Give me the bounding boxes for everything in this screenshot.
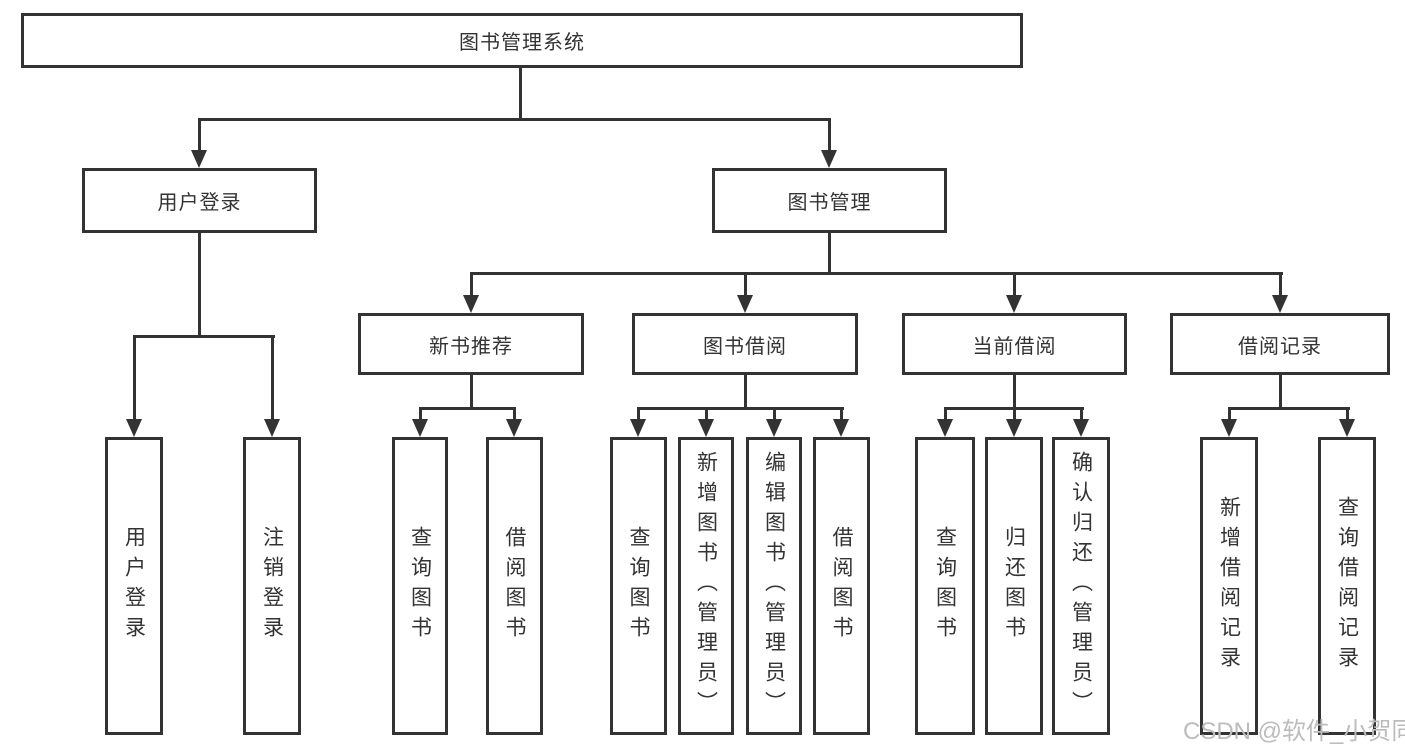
connector-book-borrow-rail	[637, 407, 844, 410]
leaf-logout: 注销登录	[243, 437, 301, 735]
connector-to-leaf-logout	[271, 335, 274, 421]
arrowhead-leaf-add-books	[698, 419, 714, 437]
arrowhead-leaf-edit-books	[766, 419, 782, 437]
connector-to-book-borrow	[744, 272, 747, 297]
node-user-login: 用户登录	[82, 168, 317, 233]
connector-to-leaf-edit-books	[773, 407, 776, 421]
leaf-add-borrow-record: 新增借阅记录	[1200, 437, 1258, 735]
connector-new-book-stem	[470, 375, 473, 410]
node-new-book-recommend: 新书推荐	[358, 313, 584, 375]
connector-to-leaf-query-3	[944, 407, 947, 421]
connector-book-management-stem	[828, 233, 831, 275]
leaf-user-login: 用户登录	[105, 437, 163, 735]
arrowhead-leaf-borrow-1	[506, 419, 522, 437]
connector-to-leaf-confirm-return	[1080, 407, 1083, 421]
connector-to-leaf-return	[1013, 407, 1016, 421]
connector-root-stem	[519, 68, 522, 121]
connector-to-current-borrow	[1013, 272, 1016, 297]
connector-root-rail	[198, 118, 831, 121]
connector-to-leaf-query-1	[419, 407, 422, 421]
arrowhead-leaf-user-login	[126, 419, 142, 437]
leaf-add-books-admin: 新增图书（管理员）	[678, 437, 734, 735]
connector-user-login-rail	[133, 335, 275, 338]
arrowhead-current-borrow	[1006, 295, 1022, 313]
arrowhead-borrow-records	[1272, 295, 1288, 313]
arrowhead-leaf-return	[1006, 419, 1022, 437]
connector-to-leaf-borrow-1	[513, 407, 516, 421]
leaf-borrow-books: 借阅图书	[813, 437, 870, 735]
arrowhead-leaf-query-1	[412, 419, 428, 437]
arrowhead-leaf-query-2	[630, 419, 646, 437]
connector-book-borrow-stem	[744, 375, 747, 410]
leaf-confirm-return-admin: 确认归还（管理员）	[1052, 437, 1110, 735]
connector-borrow-records-rail	[1228, 407, 1350, 410]
leaf-query-borrow-record: 查询借阅记录	[1318, 437, 1376, 735]
arrowhead-leaf-add-record	[1221, 419, 1237, 437]
arrowhead-book-borrow	[737, 295, 753, 313]
connector-to-leaf-add-record	[1228, 407, 1231, 421]
connector-to-new-book-recommend	[470, 272, 473, 297]
arrowhead-user-login	[191, 150, 207, 168]
leaf-edit-books-admin: 编辑图书（管理员）	[746, 437, 802, 735]
connector-to-borrow-records	[1279, 272, 1282, 297]
arrowhead-leaf-logout	[264, 419, 280, 437]
connector-to-leaf-user-login	[133, 335, 136, 421]
leaf-query-books-current: 查询图书	[915, 437, 975, 735]
connector-to-user-login	[198, 118, 201, 152]
connector-borrow-records-stem	[1279, 375, 1282, 410]
csdn-watermark: CSDN @软件_小贺同学	[1183, 718, 1405, 745]
connector-book-management-rail	[470, 272, 1283, 275]
arrowhead-leaf-query-3	[937, 419, 953, 437]
connector-user-login-stem	[198, 233, 201, 338]
connector-to-leaf-add-books	[705, 407, 708, 421]
connector-to-leaf-borrow-2	[840, 407, 843, 421]
leaf-query-books-borrow: 查询图书	[610, 437, 667, 735]
leaf-return-books: 归还图书	[985, 437, 1043, 735]
arrowhead-new-book-recommend	[463, 295, 479, 313]
node-current-borrow: 当前借阅	[902, 313, 1127, 375]
arrowhead-book-management	[821, 150, 837, 168]
node-borrow-records: 借阅记录	[1170, 313, 1390, 375]
connector-to-book-management	[828, 118, 831, 152]
arrowhead-leaf-confirm-return	[1073, 419, 1089, 437]
node-book-borrow: 图书借阅	[632, 313, 858, 375]
connector-to-leaf-query-2	[637, 407, 640, 421]
leaf-query-books-recommend: 查询图书	[392, 437, 448, 735]
leaf-borrow-books-recommend: 借阅图书	[486, 437, 543, 735]
arrowhead-leaf-query-record	[1339, 419, 1355, 437]
connector-to-leaf-query-record	[1346, 407, 1349, 421]
node-root: 图书管理系统	[21, 13, 1023, 68]
node-book-management: 图书管理	[712, 168, 947, 233]
connector-new-book-rail	[419, 407, 516, 410]
connector-current-borrow-stem	[1013, 375, 1016, 410]
arrowhead-leaf-borrow-2	[833, 419, 849, 437]
